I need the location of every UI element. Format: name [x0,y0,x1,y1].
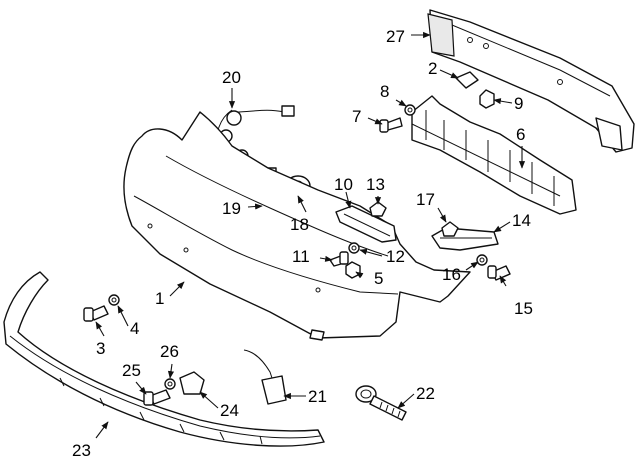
callout-22: 22 [416,384,435,403]
callout-27: 27 [386,27,405,46]
callout-24: 24 [220,401,239,420]
callout-15: 15 [514,299,533,318]
impact-bar [427,9,635,153]
callout-10: 10 [334,175,353,194]
callout-4: 4 [130,319,139,338]
callout-2: 2 [428,59,437,78]
callout-23: 23 [72,441,91,460]
callout-1: 1 [155,289,164,308]
bracket-clip [455,71,479,89]
bracket-clip-17 [441,221,459,237]
callout-3: 3 [96,339,105,358]
bolt-25 [143,389,171,406]
callout-labels: 1 2 3 4 5 6 7 8 9 10 11 12 13 14 15 16 1… [72,27,533,460]
callout-12: 12 [386,247,405,266]
callout-26: 26 [160,342,179,361]
callout-13: 13 [366,175,385,194]
washer-12 [348,242,360,254]
callout-19: 19 [222,199,241,218]
bolt-15 [487,265,511,281]
callout-25: 25 [122,361,141,380]
bolt-3 [83,305,109,322]
leader-lines [95,31,526,439]
callout-20: 20 [222,68,241,87]
washer-4 [108,294,120,306]
callout-8: 8 [380,82,389,101]
bracket-clip-13 [369,201,387,217]
lower-valance [3,271,325,447]
callout-18: 18 [290,215,309,234]
bolt-11 [329,251,349,267]
washer-16 [476,254,488,266]
push-nut [479,89,495,109]
bumper-bracket-left [335,205,397,243]
callout-21: 21 [308,387,327,406]
washer-26 [164,378,176,390]
callout-6: 6 [516,125,525,144]
tow-hook-cover [243,349,287,405]
callout-5: 5 [374,269,383,288]
bracket-24 [179,371,205,395]
callout-7: 7 [352,107,361,126]
callout-11: 11 [292,247,310,266]
callout-9: 9 [514,94,523,113]
bolt-7 [379,117,403,133]
bumper-bracket-right [431,227,499,251]
callout-16: 16 [442,265,461,284]
callout-17: 17 [416,190,435,209]
callout-14: 14 [512,211,531,230]
washer-8 [404,104,416,116]
energy-absorber [411,95,577,215]
nut-5 [345,261,361,279]
tow-eye [355,385,407,421]
